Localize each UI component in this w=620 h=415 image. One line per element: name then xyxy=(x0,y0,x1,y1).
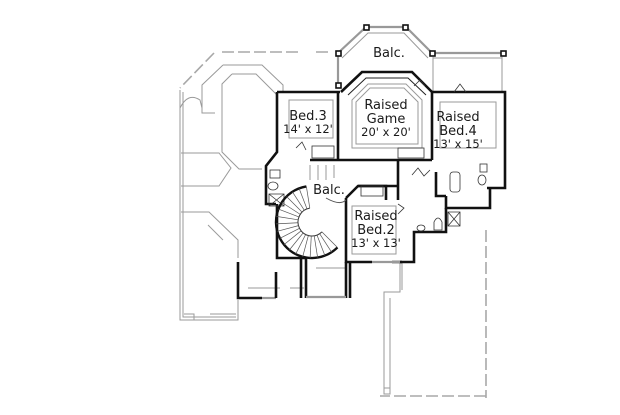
door-swing xyxy=(411,167,431,177)
post xyxy=(335,50,342,57)
sink xyxy=(269,169,281,179)
closet-shelf xyxy=(360,185,384,197)
stair-tread xyxy=(309,235,312,258)
wall-bath-bed2 xyxy=(400,208,448,264)
tub xyxy=(449,171,461,193)
stair-tread xyxy=(278,208,300,218)
toilet-right xyxy=(477,174,487,186)
door-swing-bed4 xyxy=(453,83,467,93)
bed4-balcony-sides xyxy=(432,57,503,92)
balcony-balusters xyxy=(309,165,335,180)
bed4-ceiling-inset xyxy=(439,101,497,149)
room-dim-bed-3: 14' x 12' xyxy=(283,122,333,136)
post xyxy=(500,50,507,57)
bed2-ceiling-inset xyxy=(351,205,397,255)
post xyxy=(429,50,436,57)
stair-tread xyxy=(277,225,299,232)
room-dim-raised-bed-2: 13' x 13' xyxy=(351,236,401,250)
wall-bath-right xyxy=(444,188,492,210)
balcony-top: Balc. xyxy=(335,24,507,92)
wall-west-upper xyxy=(264,92,279,206)
spiral-stair xyxy=(274,185,347,260)
room-name-raised-bed-4-2: Bed.4 xyxy=(439,124,477,139)
door-swing-bed2 xyxy=(397,203,405,215)
shower-right xyxy=(447,211,461,227)
room-name-balcony-top: Balc. xyxy=(373,46,405,61)
stair-tread xyxy=(286,196,303,213)
lower-left-wing xyxy=(179,90,239,321)
stair-tread xyxy=(281,202,301,215)
wall-bath-inner xyxy=(434,172,446,198)
lower-porch xyxy=(184,313,236,320)
lower-octagon-top xyxy=(201,64,284,114)
room-name-raised-bed-2-1: Raised xyxy=(354,209,397,224)
lower-left-wing-inner xyxy=(182,92,236,318)
room-name-raised-game-2: Game xyxy=(367,112,406,127)
stair-balcony-curve xyxy=(325,197,347,204)
sink-bed2 xyxy=(416,224,426,232)
door-swing xyxy=(295,141,307,151)
stair-inner-rail xyxy=(297,207,323,237)
fixtures xyxy=(267,79,497,255)
room-labels: Bed.3 14' x 12' Raised Game 20' x 20' Ra… xyxy=(283,98,483,250)
post xyxy=(402,24,409,31)
stair-tread xyxy=(292,191,305,211)
wall-stair-west xyxy=(275,204,306,260)
closet-game xyxy=(397,147,425,159)
stair-tread xyxy=(279,228,300,239)
room-name-bed-3: Bed.3 xyxy=(289,109,327,124)
bed3-ceiling-inset xyxy=(288,99,334,139)
post xyxy=(335,82,342,89)
stair-tread xyxy=(321,231,338,248)
room-name-balcony-stair: Balc. xyxy=(313,183,345,198)
lower-left-diag2 xyxy=(207,224,224,241)
post xyxy=(363,24,370,31)
door-swing-game xyxy=(413,79,426,87)
balcony-top-railing-inner xyxy=(341,32,429,59)
room-name-raised-bed-2-2: Bed.2 xyxy=(357,223,395,238)
room-name-raised-game-1: Raised xyxy=(364,98,407,113)
closet-bed3 xyxy=(311,145,335,159)
lower-octagon xyxy=(221,73,278,170)
room-dim-raised-bed-4: 13' x 15' xyxy=(433,137,483,151)
stair-tread xyxy=(295,234,306,255)
stair-tread xyxy=(316,234,326,256)
stair-tread xyxy=(276,222,299,225)
stair-tread xyxy=(302,235,309,257)
wall-game-octagon-inner xyxy=(347,77,427,96)
stair-tread xyxy=(289,232,304,251)
stair-tread xyxy=(319,233,332,253)
stair-tread xyxy=(306,186,311,209)
lower-bay-pointed xyxy=(181,152,232,187)
toilet-bed2 xyxy=(433,217,443,231)
stair-tread xyxy=(283,230,302,245)
stair-tread xyxy=(276,216,299,221)
wall-closet xyxy=(358,184,388,200)
lower-bay-arc xyxy=(179,96,203,109)
game-ceiling-inset xyxy=(351,83,423,149)
wall-bed4 xyxy=(432,90,507,190)
stair-tread xyxy=(298,188,308,210)
wall-lower-left-bay xyxy=(236,262,262,300)
stair-tread xyxy=(313,235,318,258)
game-ceiling-inset2 xyxy=(355,87,419,145)
balcony-top-railing xyxy=(337,25,433,54)
lower-floor-outline xyxy=(179,51,487,398)
lower-right-wing xyxy=(383,262,401,395)
sink-right xyxy=(479,163,488,173)
lower-left-diag xyxy=(181,211,239,258)
toilet xyxy=(267,181,279,191)
lower-roof-diag xyxy=(179,52,215,89)
room-dim-raised-game: 20' x 20' xyxy=(361,125,411,139)
walls xyxy=(236,70,507,300)
room-name-raised-bed-4-1: Raised xyxy=(436,110,479,125)
